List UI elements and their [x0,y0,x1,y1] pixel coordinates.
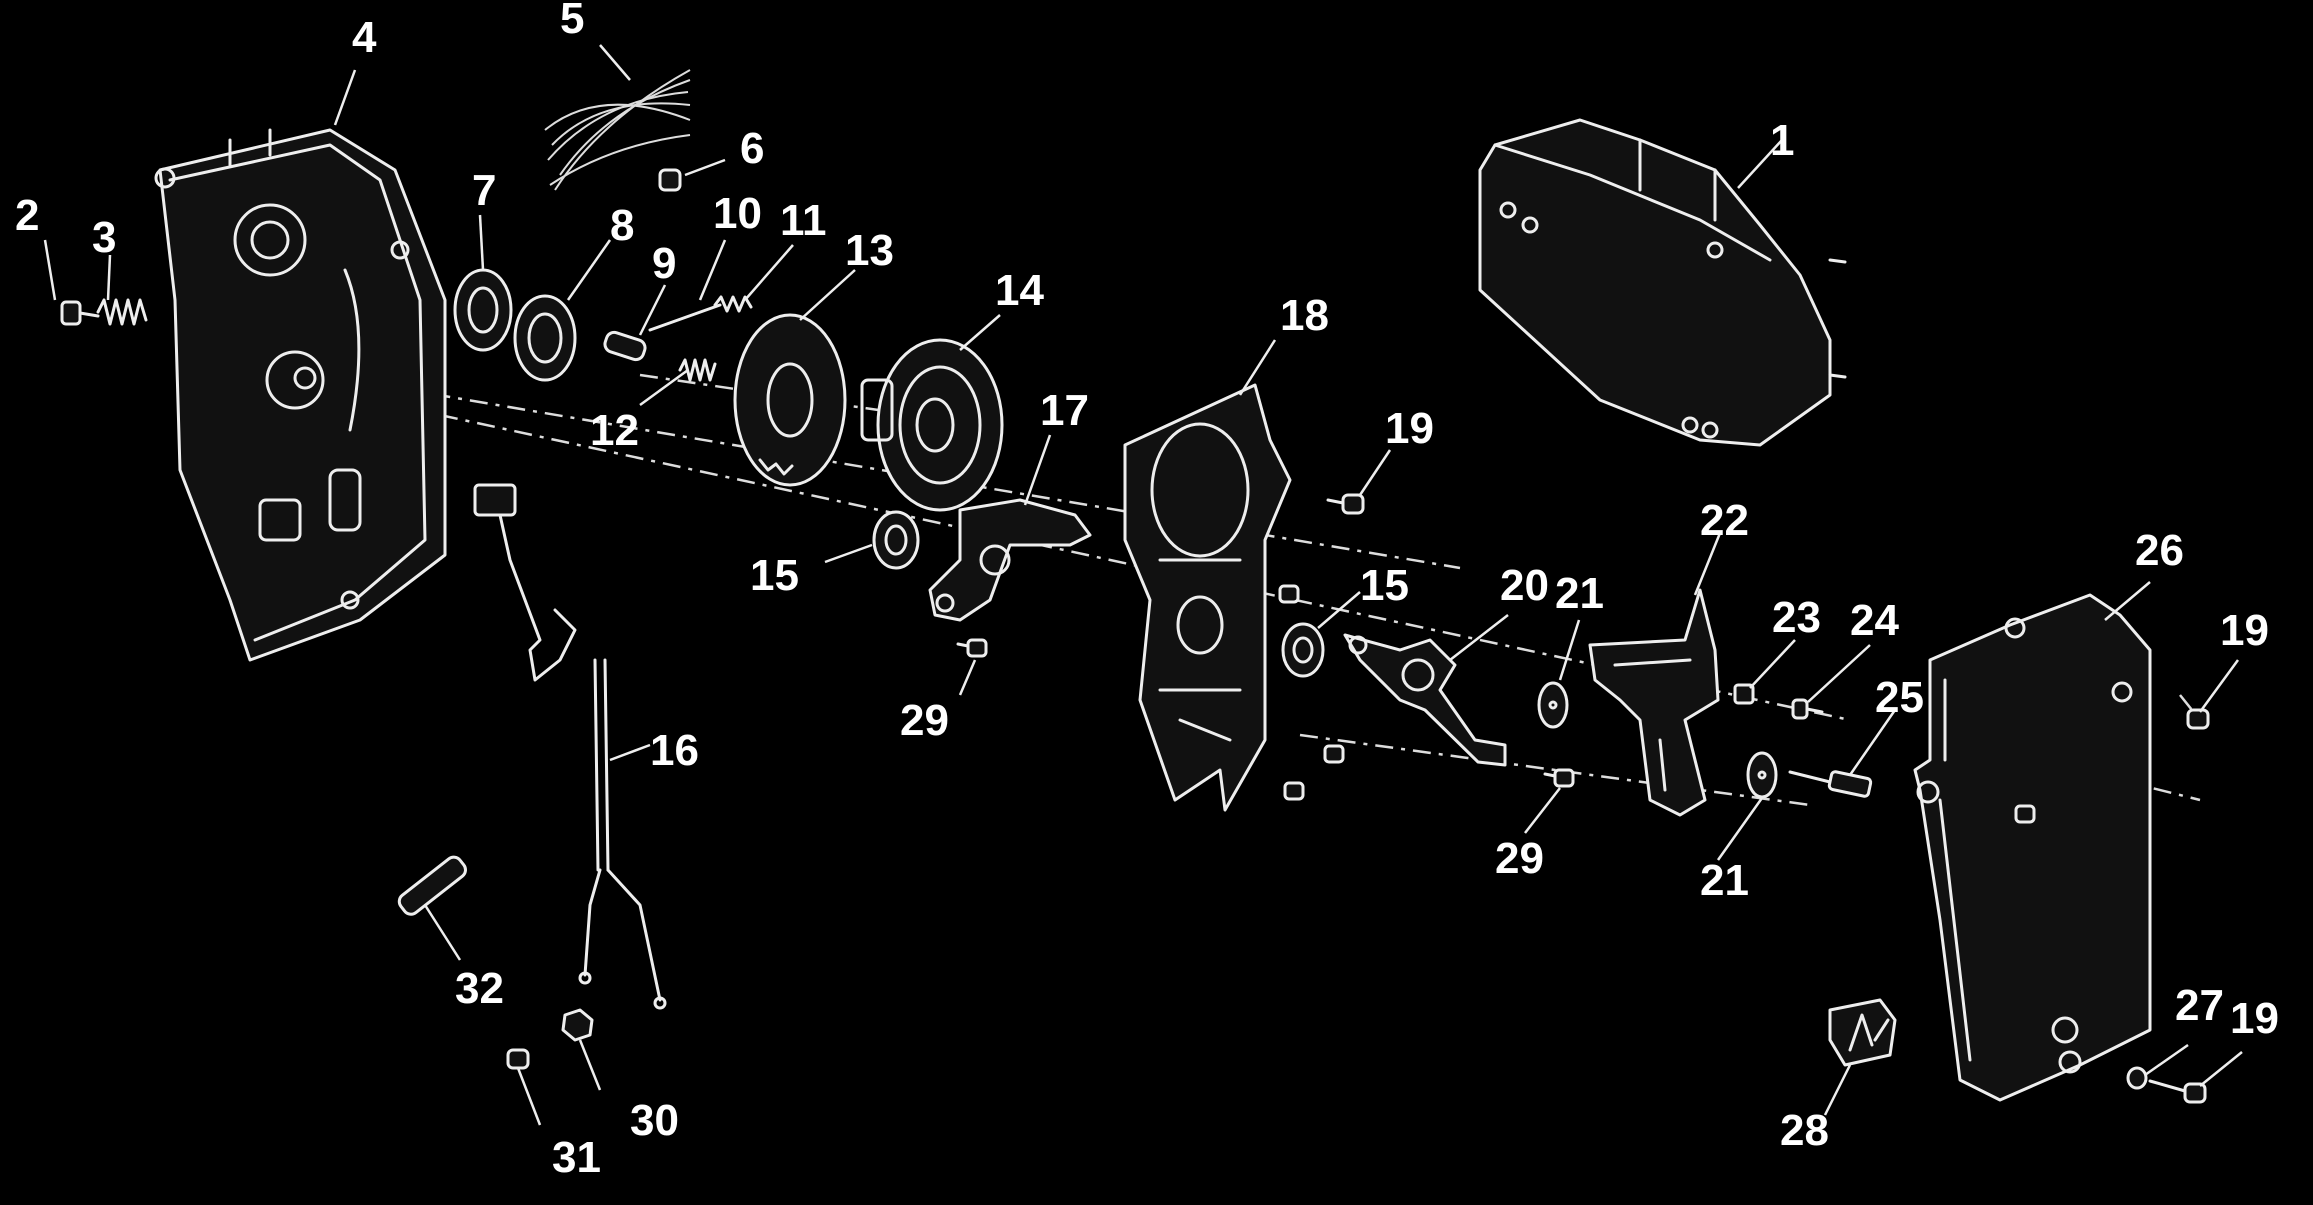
part-18-mounting-bracket [1123,383,1292,812]
part-2-screw [60,300,100,326]
part-5-wire-bundle [544,69,691,191]
part-10-rod [648,303,722,332]
callout-leader-lines [43,44,2243,1126]
callout-3: 3 [92,213,116,262]
callout-8: 8 [610,201,634,250]
part-27-washer [2126,1066,2148,1090]
callout-22: 22 [1700,496,1749,545]
callout-2: 2 [15,191,39,240]
callout-14: 14 [995,266,1044,315]
part-4-main-housing [154,128,447,662]
part-29-screw-left [956,638,988,658]
part-3-spring [96,298,148,326]
part-31-screw [506,1048,530,1070]
part-12-spring [678,358,717,382]
callout-26: 26 [2135,526,2184,575]
callout-21-b: 21 [1700,856,1749,905]
part-20-arm [1343,633,1507,767]
part-32-sleeve [397,855,467,916]
part-19-screw-b [2186,708,2210,730]
callout-13: 13 [845,226,894,275]
callout-6: 6 [740,124,764,173]
part-13-detent-disc [733,313,847,487]
callout-23: 23 [1772,593,1821,642]
callout-20: 20 [1500,561,1549,610]
part-19-screw-c [2148,1079,2207,1104]
callout-27: 27 [2175,981,2224,1030]
part-28-clip [1828,998,1897,1067]
part-23-nut [1733,683,1755,705]
part-14-gear-hub [860,338,1004,512]
callout-19-c: 19 [2230,994,2279,1043]
part-19-screw-a [1326,493,1365,515]
callout-12: 12 [590,406,639,455]
part-8-washer [513,294,577,382]
part-26-cover [1913,593,2152,1102]
part-25-bolt [1788,770,1873,798]
callout-5: 5 [560,0,584,43]
callout-7: 7 [472,166,496,215]
callout-11: 11 [780,196,827,245]
part-17-lever-plate [928,498,1092,622]
callout-9: 9 [652,239,676,288]
callout-24: 24 [1850,596,1899,645]
screw-bracket-2 [1323,744,1345,764]
callout-31: 31 [552,1133,601,1182]
part-9-pin [603,330,647,362]
part-22-plate [1588,588,1720,817]
screw-bracket-3 [1283,781,1305,801]
part-16-wire-harness [473,483,667,1010]
callout-29-a: 29 [900,696,949,745]
callout-15-right: 15 [1360,561,1409,610]
part-15-bushing-right [1281,622,1325,678]
part-1-control-box [1478,118,1847,447]
callout-28: 28 [1780,1106,1829,1155]
part-7-ring [453,268,513,352]
screw-cover-mid [2014,804,2036,824]
callout-16: 16 [650,726,699,775]
callout-21-a: 21 [1555,569,1604,618]
callout-17: 17 [1040,386,1089,435]
callout-29-b: 29 [1495,834,1544,883]
callout-labels: 1 2 3 4 5 6 7 8 9 10 11 12 13 14 15 15 1… [15,0,2279,1182]
part-21-washer-lower [1746,751,1778,799]
callout-19-a: 19 [1385,404,1434,453]
part-21-washer-upper [1537,681,1569,729]
callout-30: 30 [630,1096,679,1145]
part-6-bushing [658,168,682,192]
screw-bracket-1 [1278,584,1300,604]
part-29-screw-right [1543,768,1575,788]
part-24-screw [1791,698,1824,720]
callout-32: 32 [455,964,504,1013]
callout-4: 4 [352,13,377,62]
part-30-nut [561,1008,594,1042]
part-11-spring [713,295,753,313]
callout-19-b: 19 [2220,606,2269,655]
part-15-bushing-left [872,510,920,570]
callout-10: 10 [713,189,762,238]
callout-18: 18 [1280,291,1329,340]
callout-25: 25 [1875,673,1924,722]
callout-15-left: 15 [750,551,799,600]
callout-1: 1 [1770,116,1794,165]
